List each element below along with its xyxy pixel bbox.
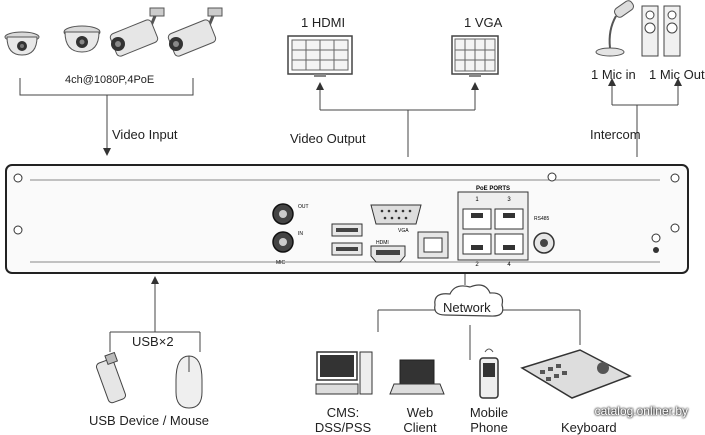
hdmi-label: 1 HDMI <box>301 15 346 30</box>
desktop-computer-icon <box>315 351 373 395</box>
speaker-icon <box>641 5 681 57</box>
mic-in-label: 1 Mic in <box>591 67 636 82</box>
dome-camera-icon <box>63 25 101 53</box>
video-output-connector <box>316 82 479 157</box>
usb-port <box>331 242 363 256</box>
laptop-icon <box>389 359 445 395</box>
video-input-label: Video Input <box>112 127 178 142</box>
mobile-label: Mobile <box>469 405 509 420</box>
panel-out-label: OUT <box>298 204 309 210</box>
mouse-icon <box>175 355 203 409</box>
hdmi-monitor-icon <box>287 35 353 77</box>
panel-hdmi-label: HDMI <box>376 240 389 246</box>
nvr-rear-panel <box>5 164 689 274</box>
audio-out-jack <box>272 203 294 225</box>
panel-port-4: 4 <box>507 262 511 268</box>
hdmi-port <box>370 245 406 263</box>
panel-port-1: 1 <box>475 197 479 203</box>
ethernet-port <box>417 231 449 259</box>
vga-label: 1 VGA <box>464 15 503 30</box>
bullet-camera-icon <box>109 7 165 57</box>
mic-in-jack <box>272 231 294 253</box>
poe-ports-block <box>457 191 529 261</box>
panel-poe-label: PoE PORTS <box>476 186 510 192</box>
network-cloud-icon <box>434 284 504 317</box>
web-sub-label: Client <box>403 420 437 435</box>
network-label: Network <box>443 300 491 315</box>
panel-port-3: 3 <box>507 197 511 203</box>
mobile-sub-label: Phone <box>470 420 508 435</box>
intercom-label: Intercom <box>590 127 641 142</box>
usb-connector <box>109 276 201 352</box>
usb-device-label: USB Device / Mouse <box>89 413 209 428</box>
cms-sub-label: DSS/PSS <box>314 420 372 435</box>
cms-label: CMS: <box>326 405 360 420</box>
microphone-icon <box>595 0 634 57</box>
keyboard-label: Keyboard <box>561 420 617 435</box>
mic-out-label: 1 Mic Out <box>649 67 705 82</box>
intercom-connector <box>608 78 682 157</box>
dome-camera-icon <box>4 31 40 56</box>
control-keyboard-icon <box>520 349 632 399</box>
vga-port <box>370 204 422 225</box>
mobile-phone-icon <box>479 348 499 399</box>
camera-spec-label: 4ch@1080P,4PoE <box>65 74 155 86</box>
panel-mic-label: MIC <box>276 260 286 266</box>
web-label: Web <box>406 405 434 420</box>
video-output-label: Video Output <box>290 131 366 146</box>
panel-port-2: 2 <box>475 262 479 268</box>
usb-count-label: USB×2 <box>132 334 174 349</box>
watermark-text: catalog.onliner.by <box>594 404 688 418</box>
power-connector <box>533 232 555 254</box>
bullet-camera-icon <box>167 7 223 57</box>
usb-flash-drive-icon <box>95 351 127 404</box>
panel-rs485-label: RS485 <box>534 216 550 222</box>
panel-in-label: IN <box>298 231 303 237</box>
vga-monitor-icon <box>451 35 499 77</box>
video-input-connector <box>19 78 194 156</box>
panel-vga-label: VGA <box>398 228 409 234</box>
usb-port <box>331 223 363 237</box>
